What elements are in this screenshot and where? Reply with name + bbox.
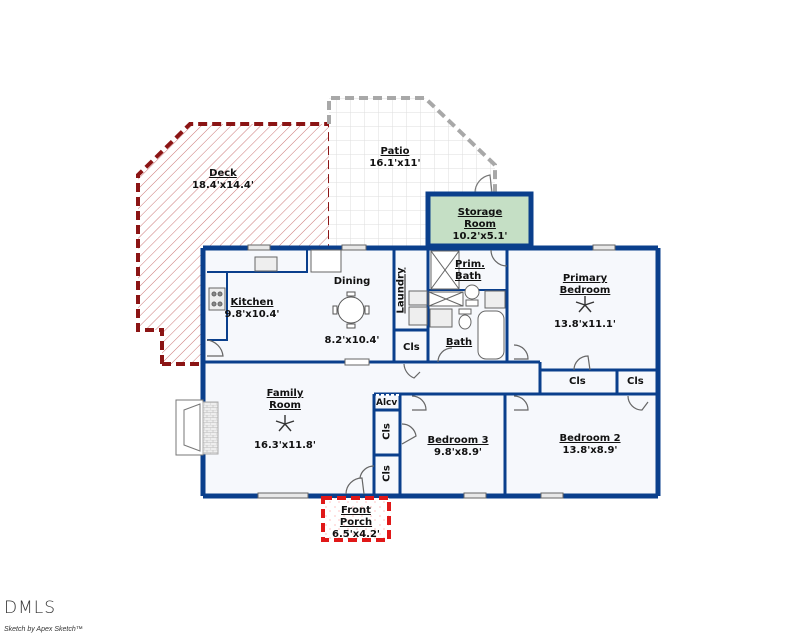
room-label-laundry: Laundry: [395, 267, 407, 314]
door-swings: [206, 249, 649, 495]
kitchen-sink: [254, 256, 278, 272]
kitchen-fixtures: [208, 249, 342, 311]
interior-walls: [203, 250, 658, 496]
fireplace: [175, 399, 219, 456]
room-label-dining: Dining: [333, 276, 371, 287]
patio-door-swing: [474, 174, 493, 194]
closet-label-primary-1: Cls: [569, 376, 586, 387]
closet-label-family-1: Cls: [381, 423, 393, 440]
storage-room: [425, 191, 534, 249]
room-label-bath: Bath: [445, 337, 473, 348]
closet-label-family-2: Cls: [381, 465, 393, 482]
front-porch-area: [321, 496, 391, 542]
bath-fixtures: [428, 250, 506, 360]
windows: [247, 244, 616, 499]
sketch-credit: Sketch by Apex Sketch™: [4, 626, 83, 633]
room-label-primary-bedroom-dims: 13.8'x11.1': [554, 319, 616, 330]
alcove-label: Alcv: [376, 398, 398, 408]
dining-table: [332, 291, 370, 329]
room-label-dining-dims: 8.2'x10.4': [324, 335, 380, 346]
closet-label-laundry: Cls: [403, 342, 420, 353]
dmls-logo: DMLS: [4, 598, 57, 618]
washer-dryer: [408, 290, 428, 326]
closet-label-primary-2: Cls: [627, 376, 644, 387]
room-label-prim-bath: Prim.Bath: [455, 259, 485, 282]
room-label-family-room-dims: 16.3'x11.8': [254, 440, 316, 451]
refrigerator: [310, 249, 342, 273]
ceiling-fans: [275, 296, 595, 432]
